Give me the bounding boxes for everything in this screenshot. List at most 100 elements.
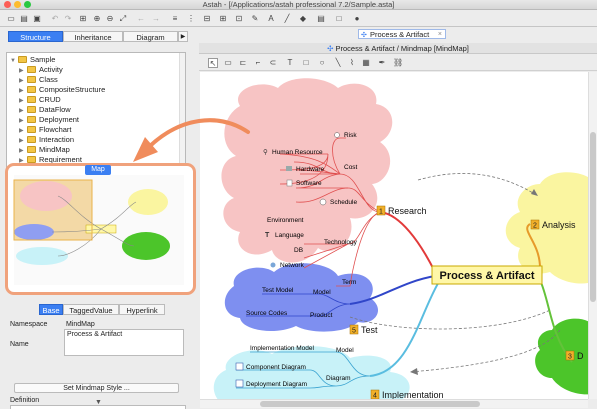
topic-design[interactable]: D (577, 351, 584, 361)
text-tool-icon[interactable]: T (287, 58, 293, 67)
ellipse-tool-icon[interactable]: ○ (319, 58, 325, 67)
node-language[interactable]: Language (275, 232, 304, 239)
topic-test[interactable]: Test (361, 325, 378, 335)
zoom-fit-icon[interactable]: ⊞ (79, 14, 87, 23)
paint-icon[interactable]: ◆ (299, 14, 307, 23)
node-source-codes[interactable]: Source Codes (246, 310, 288, 317)
line-tool-icon[interactable]: ╲ (335, 58, 341, 67)
node-deployment-diagram[interactable]: Deployment Diagram (246, 381, 307, 388)
link-chain-icon[interactable]: ⛓ (393, 58, 404, 67)
node-db[interactable]: DB (294, 247, 303, 254)
floating-topic-icon[interactable]: ⊏ (239, 58, 247, 67)
node-cost[interactable]: Cost (344, 164, 358, 171)
deployment-diagram-icon (235, 379, 244, 388)
zoom-in-icon[interactable]: ⊕ (93, 14, 101, 23)
node-implementation-model-parent[interactable]: Model (336, 347, 354, 354)
edit-icon[interactable]: ✎ (251, 14, 259, 23)
panel-collapse-icon[interactable]: ▼ (95, 399, 102, 406)
tree-item-crud[interactable]: ▶CRUD (19, 95, 61, 104)
save-icon[interactable]: ▣ (33, 14, 41, 23)
document-tab[interactable]: ✣ Process & Artifact × (358, 29, 446, 39)
node-hardware[interactable]: Hardware (296, 166, 325, 173)
arrange-icon[interactable]: ⊡ (235, 14, 243, 23)
tree-item-flowchart[interactable]: ▶Flowchart (19, 125, 72, 134)
tree-item-deployment[interactable]: ▶Deployment (19, 115, 80, 124)
grid-icon[interactable]: ⊞ (219, 14, 227, 23)
tree-item-requirement[interactable]: ▶Requirement (19, 155, 82, 164)
new-file-icon[interactable]: ▭ (7, 14, 15, 23)
align-icon[interactable]: ≡ (172, 14, 178, 23)
node-test-model-parent[interactable]: Model (313, 289, 331, 296)
name-field[interactable]: Process & Artifact (64, 329, 184, 356)
topic-analysis[interactable]: Analysis (542, 220, 576, 230)
rectangle-tool-icon[interactable]: □ (303, 58, 309, 67)
fit-window-icon[interactable]: ⤢ (119, 14, 127, 23)
close-tab-icon[interactable]: × (437, 31, 442, 38)
vertical-scroll-thumb[interactable] (590, 132, 596, 302)
expand-toggle-icon[interactable]: ▼ (10, 58, 16, 64)
boundary-tool-icon[interactable]: ⊂ (269, 58, 277, 67)
tab-structure[interactable]: Structure (8, 31, 63, 42)
shape-icon[interactable]: □ (336, 14, 342, 23)
tree-item-class[interactable]: ▶Class (19, 75, 58, 84)
color-icon[interactable]: ● (354, 14, 360, 23)
minimize-window-icon[interactable] (14, 1, 21, 8)
node-software[interactable]: Software (296, 180, 322, 187)
definition-field[interactable] (10, 405, 186, 409)
node-component-diagram[interactable]: Component Diagram (246, 364, 306, 371)
node-risk[interactable]: Risk (344, 132, 357, 139)
pin-tool-icon[interactable]: ✒ (378, 58, 386, 67)
freehand-tool-icon[interactable]: ⌇ (350, 58, 354, 67)
tab-diagram[interactable]: Diagram (123, 31, 178, 42)
node-test-model[interactable]: Test Model (262, 287, 294, 294)
tab-taggedvalue[interactable]: TaggedValue (63, 304, 119, 315)
node-product[interactable]: Product (310, 312, 333, 319)
tree-item-activity[interactable]: ▶Activity (19, 65, 63, 74)
back-icon[interactable]: ← (137, 14, 145, 23)
open-folder-icon[interactable]: ▤ (20, 14, 28, 23)
central-topic[interactable] (431, 265, 543, 285)
tab-base[interactable]: Base (39, 304, 63, 315)
layout-icon[interactable]: ⊟ (203, 14, 211, 23)
set-mindmap-style-button[interactable]: Set Mindmap Style ... (14, 383, 179, 393)
horizontal-scroll-thumb[interactable] (260, 401, 480, 407)
close-window-icon[interactable] (4, 1, 11, 8)
property-panel: Base TaggedValue Hyperlink Namespace Min… (6, 304, 193, 409)
node-term[interactable]: Term (342, 279, 356, 286)
node-technology[interactable]: Technology (324, 239, 358, 246)
topic-implementation[interactable]: Implementation (382, 390, 444, 399)
node-tool-icon[interactable]: ▭ (224, 58, 232, 67)
node-human-resource[interactable]: Human Resource (272, 149, 323, 156)
undo-icon[interactable]: ↶ (51, 14, 59, 23)
node-diagram[interactable]: Diagram (326, 375, 351, 382)
node-schedule[interactable]: Schedule (330, 199, 357, 206)
tabs-overflow-icon[interactable]: ▶ (178, 31, 188, 42)
tree-item-interaction[interactable]: ▶Interaction (19, 135, 75, 144)
image-tool-icon[interactable]: ▦ (362, 58, 370, 67)
zoom-out-icon[interactable]: ⊖ (106, 14, 114, 23)
tree-item-dataflow[interactable]: ▶DataFlow (19, 105, 71, 114)
stamp-icon[interactable]: ▤ (317, 14, 325, 23)
forward-icon[interactable]: → (152, 14, 160, 23)
tab-inheritance[interactable]: Inheritance (63, 31, 123, 42)
node-implementation-model[interactable]: Implementation Model (250, 345, 315, 352)
mindmap-canvas[interactable]: Process & Artifact 1 Research 2 Analysis… (200, 72, 588, 399)
distribute-icon[interactable]: ⋮ (187, 14, 195, 23)
node-environment[interactable]: Environment (267, 217, 304, 224)
map-overview[interactable] (5, 163, 196, 295)
redo-icon[interactable]: ↷ (64, 14, 72, 23)
select-tool-icon[interactable]: ↖ (208, 58, 218, 68)
canvas-horizontal-scrollbar[interactable] (200, 399, 588, 408)
link-tool-icon[interactable]: ⌐ (255, 58, 261, 67)
node-network[interactable]: Network (280, 262, 305, 269)
tree-root[interactable]: ▼Sample (10, 55, 56, 64)
tree-item-compositestructure[interactable]: ▶CompositeStructure (19, 85, 106, 94)
zoom-window-icon[interactable] (24, 1, 31, 8)
clock-icon (319, 198, 327, 206)
canvas-vertical-scrollbar[interactable] (588, 72, 597, 399)
line-style-icon[interactable]: ╱ (284, 14, 290, 23)
topic-research[interactable]: Research (388, 206, 427, 216)
tree-item-mindmap[interactable]: ▶MindMap (19, 145, 70, 154)
format-icon[interactable]: A (268, 14, 274, 23)
tab-hyperlink[interactable]: Hyperlink (119, 304, 165, 315)
